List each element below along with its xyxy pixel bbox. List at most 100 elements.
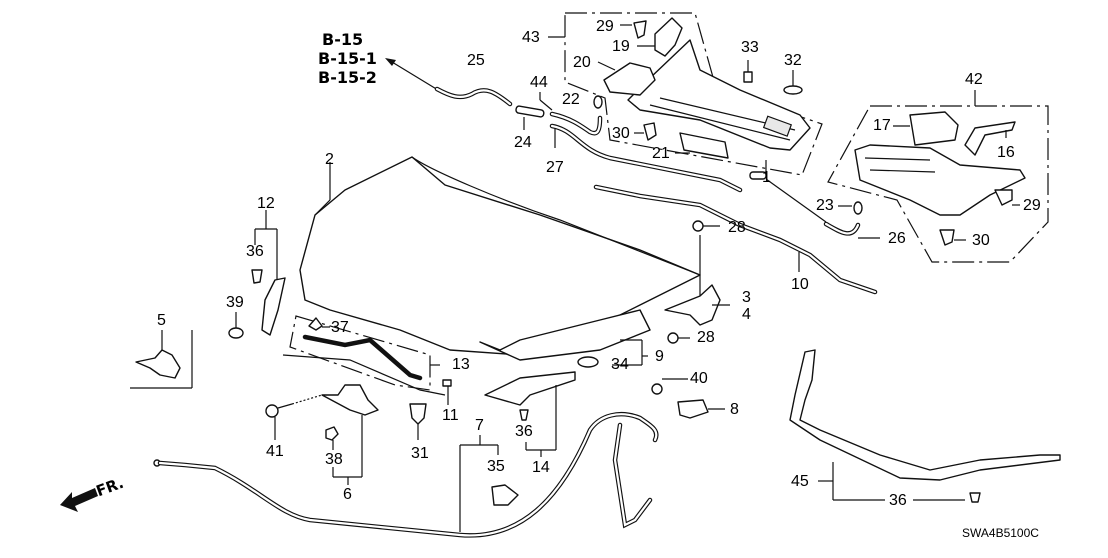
part-34-clip[interactable]: [577, 356, 599, 368]
part-24-joint[interactable]: [515, 105, 545, 118]
part-33-clip[interactable]: [743, 71, 753, 83]
callout-34[interactable]: 34: [611, 356, 629, 373]
part-16-cover[interactable]: [964, 121, 1016, 156]
part-17-cover[interactable]: [909, 111, 959, 146]
part-45-seal[interactable]: [789, 349, 1061, 481]
part-36-clip-left[interactable]: [251, 269, 263, 284]
callout-42[interactable]: 42: [965, 71, 983, 88]
callout-2[interactable]: 2: [325, 151, 334, 168]
part-28-bolt-lower[interactable]: [667, 332, 679, 344]
callout-43[interactable]: 43: [522, 29, 540, 46]
part-30-clip[interactable]: [643, 122, 657, 141]
part-3-4-hinge[interactable]: [664, 284, 721, 326]
group-13-boundary: [289, 315, 431, 391]
callout-7[interactable]: 7: [475, 417, 484, 434]
callout-36-right[interactable]: 36: [889, 492, 907, 509]
part-40-bolt[interactable]: [651, 383, 663, 395]
callout-10[interactable]: 10: [791, 276, 809, 293]
callout-44[interactable]: 44: [530, 74, 548, 91]
part-32-clip[interactable]: [783, 85, 803, 95]
part-8-striker[interactable]: [677, 399, 709, 419]
callout-22[interactable]: 22: [562, 91, 580, 108]
part-7-release-cable[interactable]: [157, 412, 659, 538]
part-42-cowl-top[interactable]: [854, 144, 1026, 216]
callout-16[interactable]: 16: [997, 144, 1015, 161]
callout-32[interactable]: 32: [784, 52, 802, 69]
reference-page-link[interactable]: B-15-2: [318, 68, 377, 87]
callout-8[interactable]: 8: [730, 401, 739, 418]
callout-12[interactable]: 12: [257, 195, 275, 212]
part-1-joint[interactable]: [749, 171, 767, 180]
part-19-seal[interactable]: [654, 17, 683, 57]
callout-20[interactable]: 20: [573, 54, 591, 71]
part-21-cover[interactable]: [679, 132, 729, 159]
callout-37[interactable]: 37: [331, 319, 349, 336]
part-12-hinge[interactable]: [261, 277, 286, 336]
part-5-switch[interactable]: [135, 349, 181, 379]
reference-page-link[interactable]: B-15: [322, 30, 364, 49]
part-29-clip-right[interactable]: [994, 189, 1013, 206]
callout-28-lower[interactable]: 28: [697, 329, 715, 346]
callout-35[interactable]: 35: [487, 458, 505, 475]
callout-31[interactable]: 31: [411, 445, 429, 462]
group-43-boundary: [564, 12, 823, 176]
part-14-plate[interactable]: [484, 371, 576, 406]
part-6-latch[interactable]: [321, 384, 379, 416]
callout-21[interactable]: 21: [652, 145, 670, 162]
part-41-bolt[interactable]: [265, 404, 279, 418]
part-35-clip[interactable]: [491, 484, 519, 506]
reference-arrow-line: [391, 61, 439, 91]
part-28-bolt-upper[interactable]: [692, 220, 704, 232]
callout-5[interactable]: 5: [157, 312, 166, 329]
part-38-nut[interactable]: [325, 426, 339, 441]
callout-27[interactable]: 27: [546, 159, 564, 176]
callout-28-upper[interactable]: 28: [728, 219, 746, 236]
reference-page-link[interactable]: B-15-1: [318, 49, 377, 68]
callout-29-right[interactable]: 29: [1023, 197, 1041, 214]
callout-41[interactable]: 41: [266, 443, 284, 460]
hood-support-rod[interactable]: [282, 354, 446, 396]
callout-17[interactable]: 17: [873, 117, 891, 134]
group-42-boundary: [827, 105, 1049, 263]
callout-11[interactable]: 11: [442, 407, 459, 424]
part-37-clip[interactable]: [308, 317, 323, 331]
callout-45[interactable]: 45: [791, 473, 809, 490]
callout-24[interactable]: 24: [514, 134, 532, 151]
callout-14[interactable]: 14: [532, 459, 550, 476]
callout-26[interactable]: 26: [888, 230, 906, 247]
part-36-clip-right[interactable]: [969, 492, 981, 503]
callout-30-right[interactable]: 30: [972, 232, 990, 249]
callout-6[interactable]: 6: [343, 486, 352, 503]
callout-29-upper[interactable]: 29: [596, 18, 614, 35]
callout-19[interactable]: 19: [612, 38, 630, 55]
diagram-code: SWA4B5100C: [962, 526, 1039, 540]
callout-1[interactable]: 1: [762, 169, 771, 186]
part-39-bumper[interactable]: [228, 327, 244, 339]
part-22-nozzle[interactable]: [593, 95, 603, 109]
part-36-clip-center[interactable]: [519, 409, 529, 421]
callout-23[interactable]: 23: [816, 197, 834, 214]
callout-33[interactable]: 33: [741, 39, 759, 56]
callout-40[interactable]: 40: [690, 370, 708, 387]
callout-39[interactable]: 39: [226, 294, 244, 311]
part-29-clip[interactable]: [633, 20, 647, 39]
callout-9[interactable]: 9: [655, 348, 664, 365]
part-11-clip[interactable]: [442, 379, 452, 387]
part-23-nozzle[interactable]: [853, 201, 863, 215]
part-30-clip-right[interactable]: [939, 229, 955, 246]
part-20-cover[interactable]: [603, 62, 656, 96]
callout-25[interactable]: 25: [467, 52, 485, 69]
part-13-seal[interactable]: [302, 334, 423, 381]
reference-arrow-head: [385, 58, 396, 66]
callout-30-upper[interactable]: 30: [612, 125, 630, 142]
part-31-clip[interactable]: [409, 403, 427, 425]
callout-36-left[interactable]: 36: [246, 243, 264, 260]
callout-38[interactable]: 38: [325, 451, 343, 468]
callout-13[interactable]: 13: [452, 356, 470, 373]
front-direction-arrow: [60, 488, 98, 512]
callout-4[interactable]: 4: [742, 306, 751, 323]
callout-36-center[interactable]: 36: [515, 423, 533, 440]
callout-3[interactable]: 3: [742, 289, 751, 306]
